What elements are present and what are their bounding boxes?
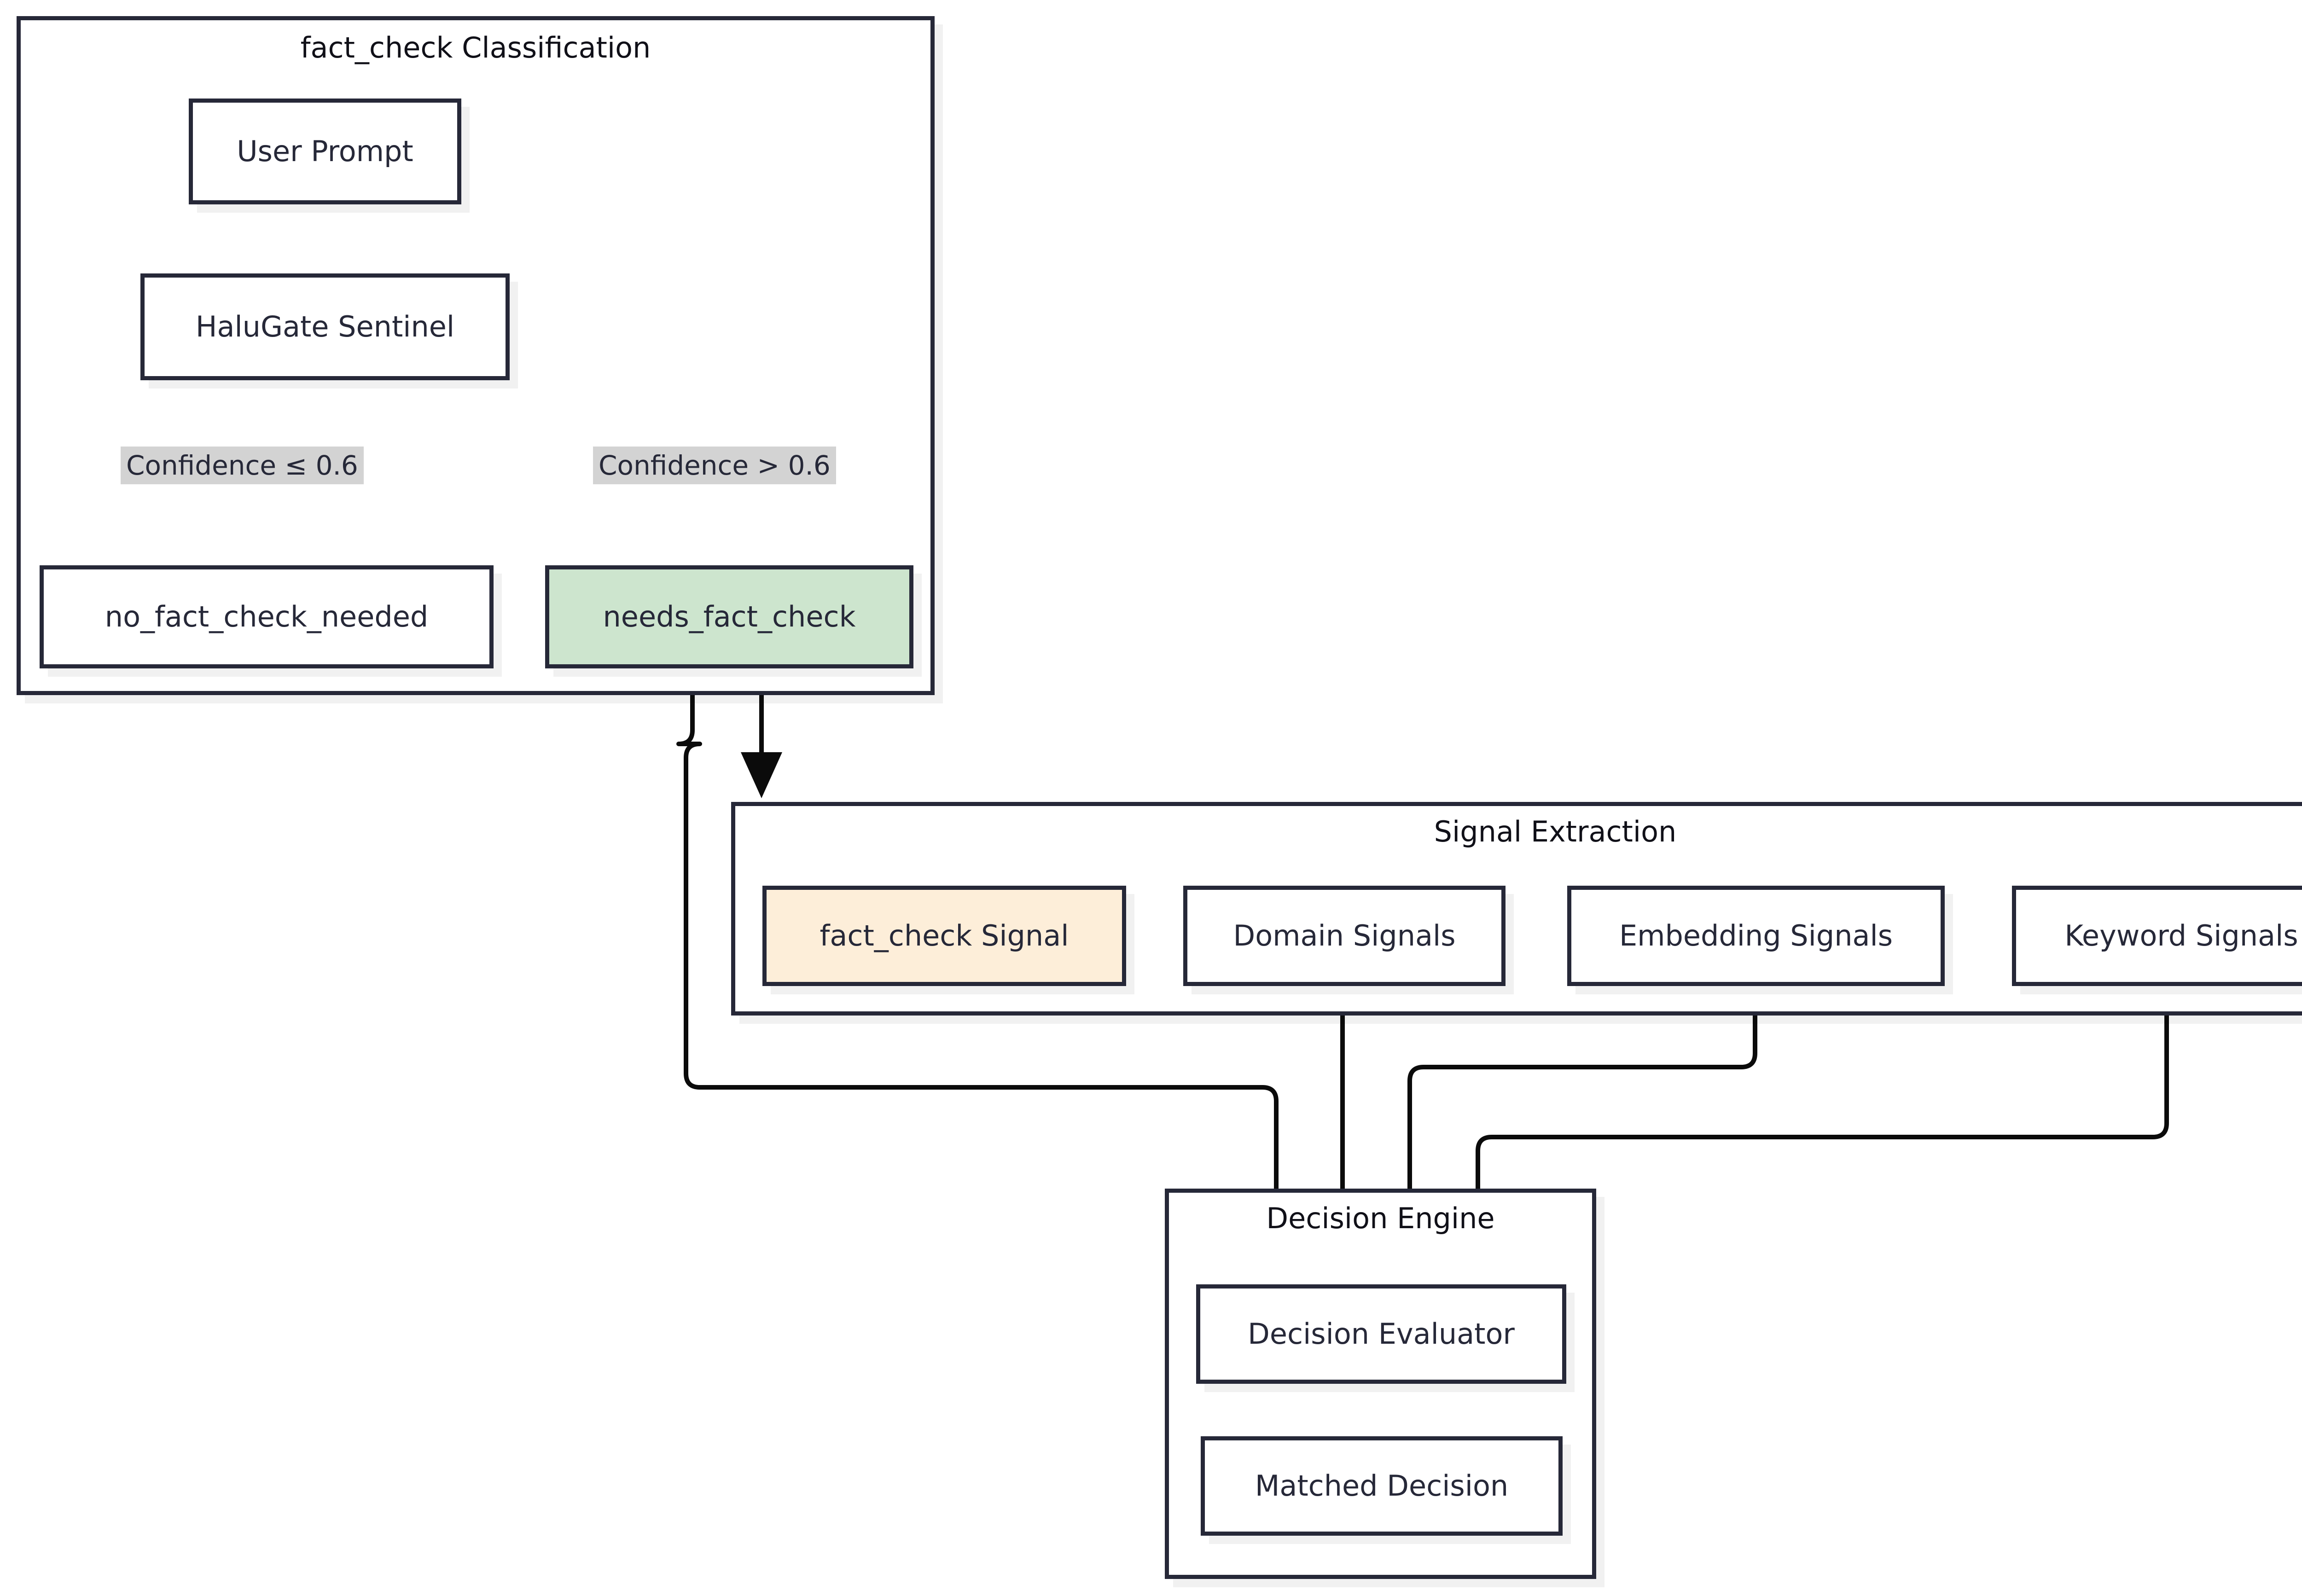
node-decision-evaluator-label: Decision Evaluator — [1248, 1317, 1515, 1351]
node-keyword-signals-label: Keyword Signals — [2064, 919, 2298, 953]
node-decision-evaluator[interactable]: Decision Evaluator — [1196, 1284, 1566, 1384]
node-domain-signals-label: Domain Signals — [1233, 919, 1456, 953]
cluster-title-classification: fact_check Classification — [300, 31, 651, 64]
node-matched-decision[interactable]: Matched Decision — [1201, 1436, 1563, 1536]
node-keyword-signals[interactable]: Keyword Signals — [2012, 886, 2302, 986]
node-needs-fact-check[interactable]: needs_fact_check — [545, 565, 913, 668]
node-fact-check-signal[interactable]: fact_check Signal — [762, 886, 1126, 986]
node-embedding-signals-label: Embedding Signals — [1619, 919, 1893, 953]
node-halugate-sentinel[interactable]: HaluGate Sentinel — [140, 273, 510, 380]
node-no-fact-check-needed[interactable]: no_fact_check_needed — [40, 565, 494, 668]
cluster-title-signal-extraction: Signal Extraction — [1434, 815, 1677, 848]
cluster-title-decision-engine: Decision Engine — [1266, 1201, 1495, 1235]
node-matched-decision-label: Matched Decision — [1255, 1469, 1509, 1503]
node-no-fact-check-needed-label: no_fact_check_needed — [105, 600, 429, 634]
node-user-prompt[interactable]: User Prompt — [189, 99, 461, 204]
node-halugate-sentinel-label: HaluGate Sentinel — [195, 310, 455, 344]
edge-label-confidence-high: Confidence > 0.6 — [593, 447, 836, 485]
node-domain-signals[interactable]: Domain Signals — [1183, 886, 1506, 986]
node-needs-fact-check-label: needs_fact_check — [603, 600, 856, 634]
node-fact-check-signal-label: fact_check Signal — [820, 919, 1069, 953]
node-embedding-signals[interactable]: Embedding Signals — [1567, 886, 1945, 986]
node-user-prompt-label: User Prompt — [237, 134, 413, 168]
edge-label-confidence-low: Confidence ≤ 0.6 — [121, 447, 364, 485]
